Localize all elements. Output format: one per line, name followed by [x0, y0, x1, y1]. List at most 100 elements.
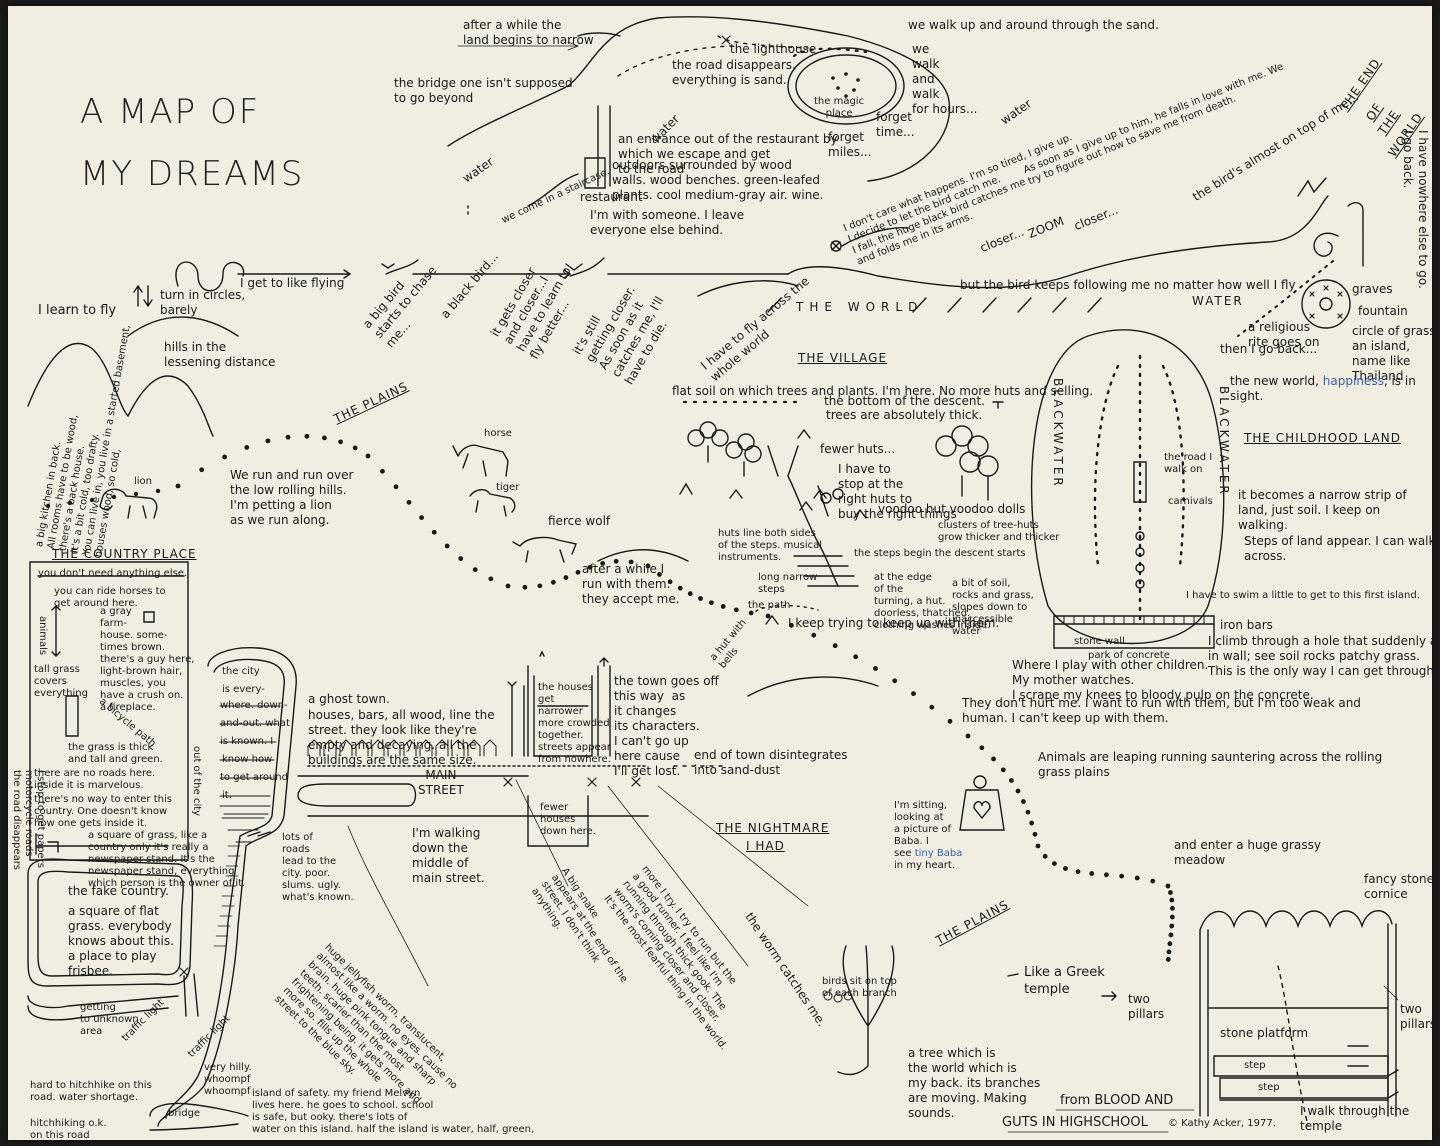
carnivals-label: carnivals	[1168, 496, 1213, 507]
fake-country	[28, 859, 192, 986]
hills-note: hills in the lessening distance	[164, 340, 276, 369]
trail-dot	[393, 484, 399, 490]
go-back-dots	[1238, 261, 1333, 336]
religious-note: a religious rite goes on	[1248, 320, 1320, 349]
city-box-4: and-out. what	[220, 718, 290, 729]
trail-dot	[575, 569, 581, 575]
trail-dot	[873, 666, 878, 671]
main-street-label: MAIN STREET	[418, 768, 464, 797]
city-box-1: the city	[222, 666, 260, 677]
island-note: island of safety. my friend Melvyn lives…	[252, 1088, 535, 1135]
trail-dot	[1167, 941, 1173, 947]
flat-soil-note: flat soil on which trees and plants. I'm…	[672, 384, 1094, 398]
childhood-dots	[1095, 356, 1184, 626]
walking-note: I'm walking down the middle of main stre…	[412, 826, 485, 885]
trail-dot	[45, 503, 51, 509]
trail-dot	[488, 576, 494, 582]
trail-dot	[1032, 831, 1038, 837]
play-note: Where I play with other children. My mot…	[1012, 658, 1314, 702]
main-street	[298, 776, 648, 816]
wolf-shape	[513, 538, 576, 562]
trail-dot	[458, 556, 464, 561]
world-label: THE WORLD	[796, 300, 924, 314]
outdoors-note: outdoors surrounded by wood walls. wood …	[612, 158, 824, 202]
narrow-strip-note: it becomes a narrow strip of land, just …	[1238, 488, 1407, 532]
new-world-note: the new world, happiness, is in sight.	[1230, 374, 1416, 403]
credit-line-2: GUTS IN HIGHSCHOOL	[1002, 1115, 1148, 1130]
trail-dot	[67, 500, 73, 506]
water-big-label: WATER	[1192, 294, 1244, 308]
trail-dot	[505, 583, 511, 589]
like-flying-note: I get to like flying	[240, 276, 345, 290]
trail-dot	[1170, 905, 1175, 911]
trail-dot	[853, 654, 859, 660]
farmhouse-note: a gray farm- house. some- times brown. t…	[100, 606, 195, 713]
back-tree	[838, 946, 894, 1074]
bird-1	[382, 260, 418, 274]
square-grass-note: a square of grass, like a country only i…	[88, 830, 246, 889]
hilly-note: very hilly. whoompf whoompf	[204, 1062, 252, 1097]
city-box-3: where. down-	[220, 700, 288, 711]
stone-platform-label: stone platform	[1220, 1026, 1309, 1040]
trail-dot	[1119, 873, 1125, 879]
trail-dot	[811, 632, 817, 638]
tree-note: a tree which is the world which is my ba…	[908, 1046, 1041, 1120]
flat-grass-note: a square of flat grass. everybody knows …	[68, 904, 174, 978]
trail-dot	[563, 575, 569, 580]
trail-dot	[991, 756, 996, 762]
trail-dot	[979, 745, 985, 751]
road-disappears-note: the road disappears. everything is sand.	[672, 58, 796, 87]
learn-fly-note: I learn to fly	[38, 303, 117, 318]
steps-land-note: Steps of land appear. I can walk across.	[1244, 534, 1432, 563]
step-label-1: step	[1244, 1060, 1266, 1071]
magic-place-label: the magic place	[814, 96, 865, 119]
horse-label: horse	[484, 428, 512, 439]
city-hatch	[214, 846, 240, 946]
step-label-2: step	[1258, 1082, 1280, 1093]
trail-dot	[1134, 875, 1140, 881]
trail-dot	[352, 445, 358, 451]
unknown-note: getting to unknown area	[80, 1002, 139, 1037]
plains-trail	[45, 433, 1175, 962]
trail-dot	[365, 453, 371, 459]
world-slashes	[768, 298, 1101, 312]
after-while-note: after a while I run with them. they acce…	[582, 562, 680, 606]
map-drawing	[8, 6, 1432, 1140]
houses-bars-note: houses, bars, all wood, line the street.…	[308, 708, 495, 767]
trail-dot	[789, 622, 794, 628]
trail-dot	[1021, 799, 1026, 804]
trail-dot	[265, 438, 271, 444]
trail-dot	[929, 704, 935, 710]
graves-label: graves	[1352, 282, 1393, 296]
animals-note: Animals are leaping running sauntering a…	[1038, 750, 1383, 779]
lion-label: lion	[134, 476, 153, 487]
run-note: We run and run over the low rolling hill…	[230, 468, 354, 527]
trail-dot	[687, 591, 693, 597]
greek-note: Like a Greek temple	[1024, 965, 1105, 997]
trail-dot	[244, 444, 250, 450]
bird-3	[1298, 178, 1326, 196]
trail-dot	[708, 600, 714, 606]
keep-up-note: I keep trying to keep up with them.	[788, 616, 1000, 630]
trail-dot	[657, 572, 662, 577]
trail-dot	[1169, 897, 1175, 903]
trail-dot	[175, 483, 181, 489]
city-box-7: to get around	[220, 772, 288, 783]
trail-dot	[380, 468, 385, 474]
carnival-circles	[1136, 532, 1144, 588]
trail-dot	[444, 543, 450, 549]
village-steps	[788, 476, 858, 586]
trail-dot	[1042, 853, 1048, 859]
black-water-right: BLACKWATER	[1217, 386, 1231, 497]
land-narrow-note: after a while the land begins to narrow	[463, 18, 594, 47]
trail-dot	[1166, 949, 1172, 955]
trail-dot	[537, 583, 543, 589]
world-curve	[788, 196, 1328, 288]
return-curl	[1314, 203, 1363, 266]
circle-note: circle of grass, an island, name like Th…	[1352, 324, 1432, 383]
trail-dot	[1169, 914, 1175, 920]
no-way-note: there's no way to enter this country. On…	[34, 794, 172, 829]
childhood-land-heading: THE CHILDHOOD LAND	[1244, 431, 1401, 445]
trail-dot	[947, 718, 953, 724]
road-dashes	[618, 36, 808, 76]
